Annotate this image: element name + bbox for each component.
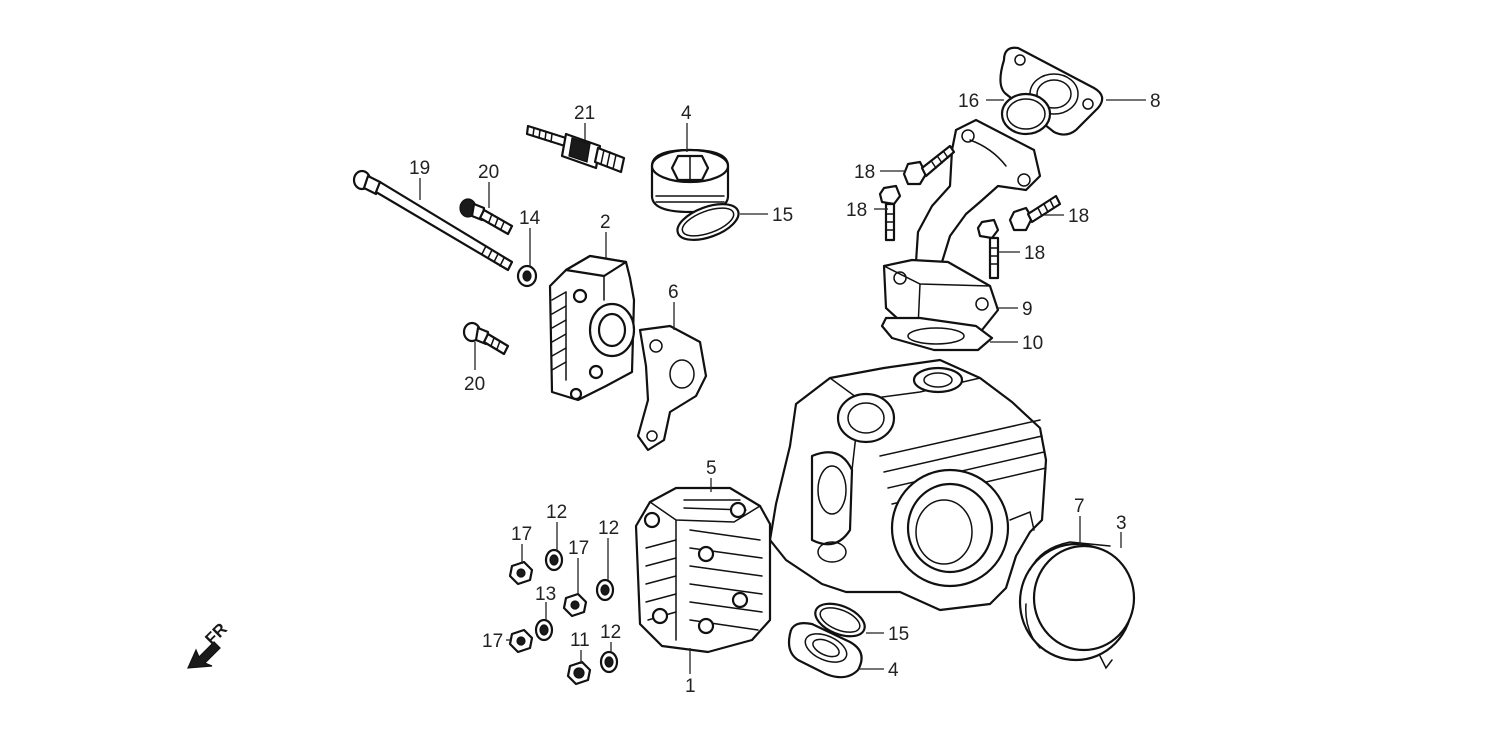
callout-12-b: 12 <box>598 518 619 539</box>
part-12-washer-b <box>595 578 615 602</box>
part-7-3-side-cover <box>1018 541 1136 670</box>
part-18-bolt-d <box>976 218 1000 280</box>
callout-18-b: 18 <box>846 200 867 221</box>
part-13-washer <box>534 618 554 642</box>
callout-12-a: 12 <box>546 502 567 523</box>
callout-16: 16 <box>958 91 979 112</box>
callout-14: 14 <box>519 208 541 229</box>
part-11-nut <box>566 660 592 686</box>
part-20-bolt-top <box>459 198 514 236</box>
callout-3: 3 <box>1116 513 1127 534</box>
callout-10: 10 <box>1022 333 1043 354</box>
callout-20-bottom: 20 <box>464 374 485 395</box>
callout-6: 6 <box>668 282 679 303</box>
callout-15-bottom: 15 <box>888 624 909 645</box>
part-18-bolt-c <box>1008 194 1062 232</box>
callout-8: 8 <box>1150 91 1161 112</box>
part-15-o-ring-bottom <box>814 602 866 638</box>
callout-2: 2 <box>600 212 611 233</box>
callout-15-top: 15 <box>772 205 793 226</box>
part-18-bolt-a <box>902 144 956 186</box>
callout-20-top: 20 <box>478 162 499 183</box>
part-6-gasket <box>636 324 708 452</box>
part-17-nut-b <box>562 592 588 618</box>
callout-19: 19 <box>409 158 430 179</box>
part-5-head-cover <box>634 486 772 654</box>
callout-18-c: 18 <box>1068 206 1089 227</box>
part-12-washer-c <box>599 650 619 674</box>
front-direction-label: FR <box>201 619 230 648</box>
callout-4-top: 4 <box>681 103 692 124</box>
part-8-gasket <box>999 46 1104 136</box>
front-arrow-icon: FR <box>187 619 231 669</box>
callout-5: 5 <box>706 458 717 479</box>
callout-17-c: 17 <box>482 631 503 652</box>
part-12-washer-a <box>544 548 564 572</box>
callout-7: 7 <box>1074 496 1085 517</box>
part-16-o-ring <box>1000 92 1052 136</box>
leader-lines <box>419 99 1146 674</box>
callout-labels: 21 4 15 19 20 14 2 6 20 8 16 18 18 18 18… <box>409 91 1161 697</box>
cylinder-head <box>768 358 1048 612</box>
callout-17-a: 17 <box>511 524 532 545</box>
part-18-bolt-b <box>878 184 902 242</box>
part-2-cam-holder <box>548 254 636 402</box>
callout-12-c: 12 <box>600 622 621 643</box>
callout-1: 1 <box>685 676 696 697</box>
part-19-stud-bolt <box>352 169 514 272</box>
callout-21: 21 <box>574 103 595 124</box>
callout-11: 11 <box>570 630 590 651</box>
part-4-cap-bottom <box>787 622 863 679</box>
part-14-washer <box>516 264 538 288</box>
callout-13: 13 <box>535 584 556 605</box>
part-17-nut-a <box>508 560 534 586</box>
part-21-sensor <box>525 124 626 174</box>
part-10-gasket <box>880 316 994 352</box>
callout-18-a: 18 <box>854 162 875 183</box>
part-15-o-ring-top <box>676 203 740 241</box>
part-17-nut-c <box>508 628 534 654</box>
part-20-bolt-bottom <box>462 321 510 356</box>
callout-18-d: 18 <box>1024 243 1045 264</box>
callout-4-bottom: 4 <box>888 660 899 681</box>
callout-9: 9 <box>1022 299 1033 320</box>
callout-17-b: 17 <box>568 538 589 559</box>
part-4-plug-top <box>650 148 730 214</box>
